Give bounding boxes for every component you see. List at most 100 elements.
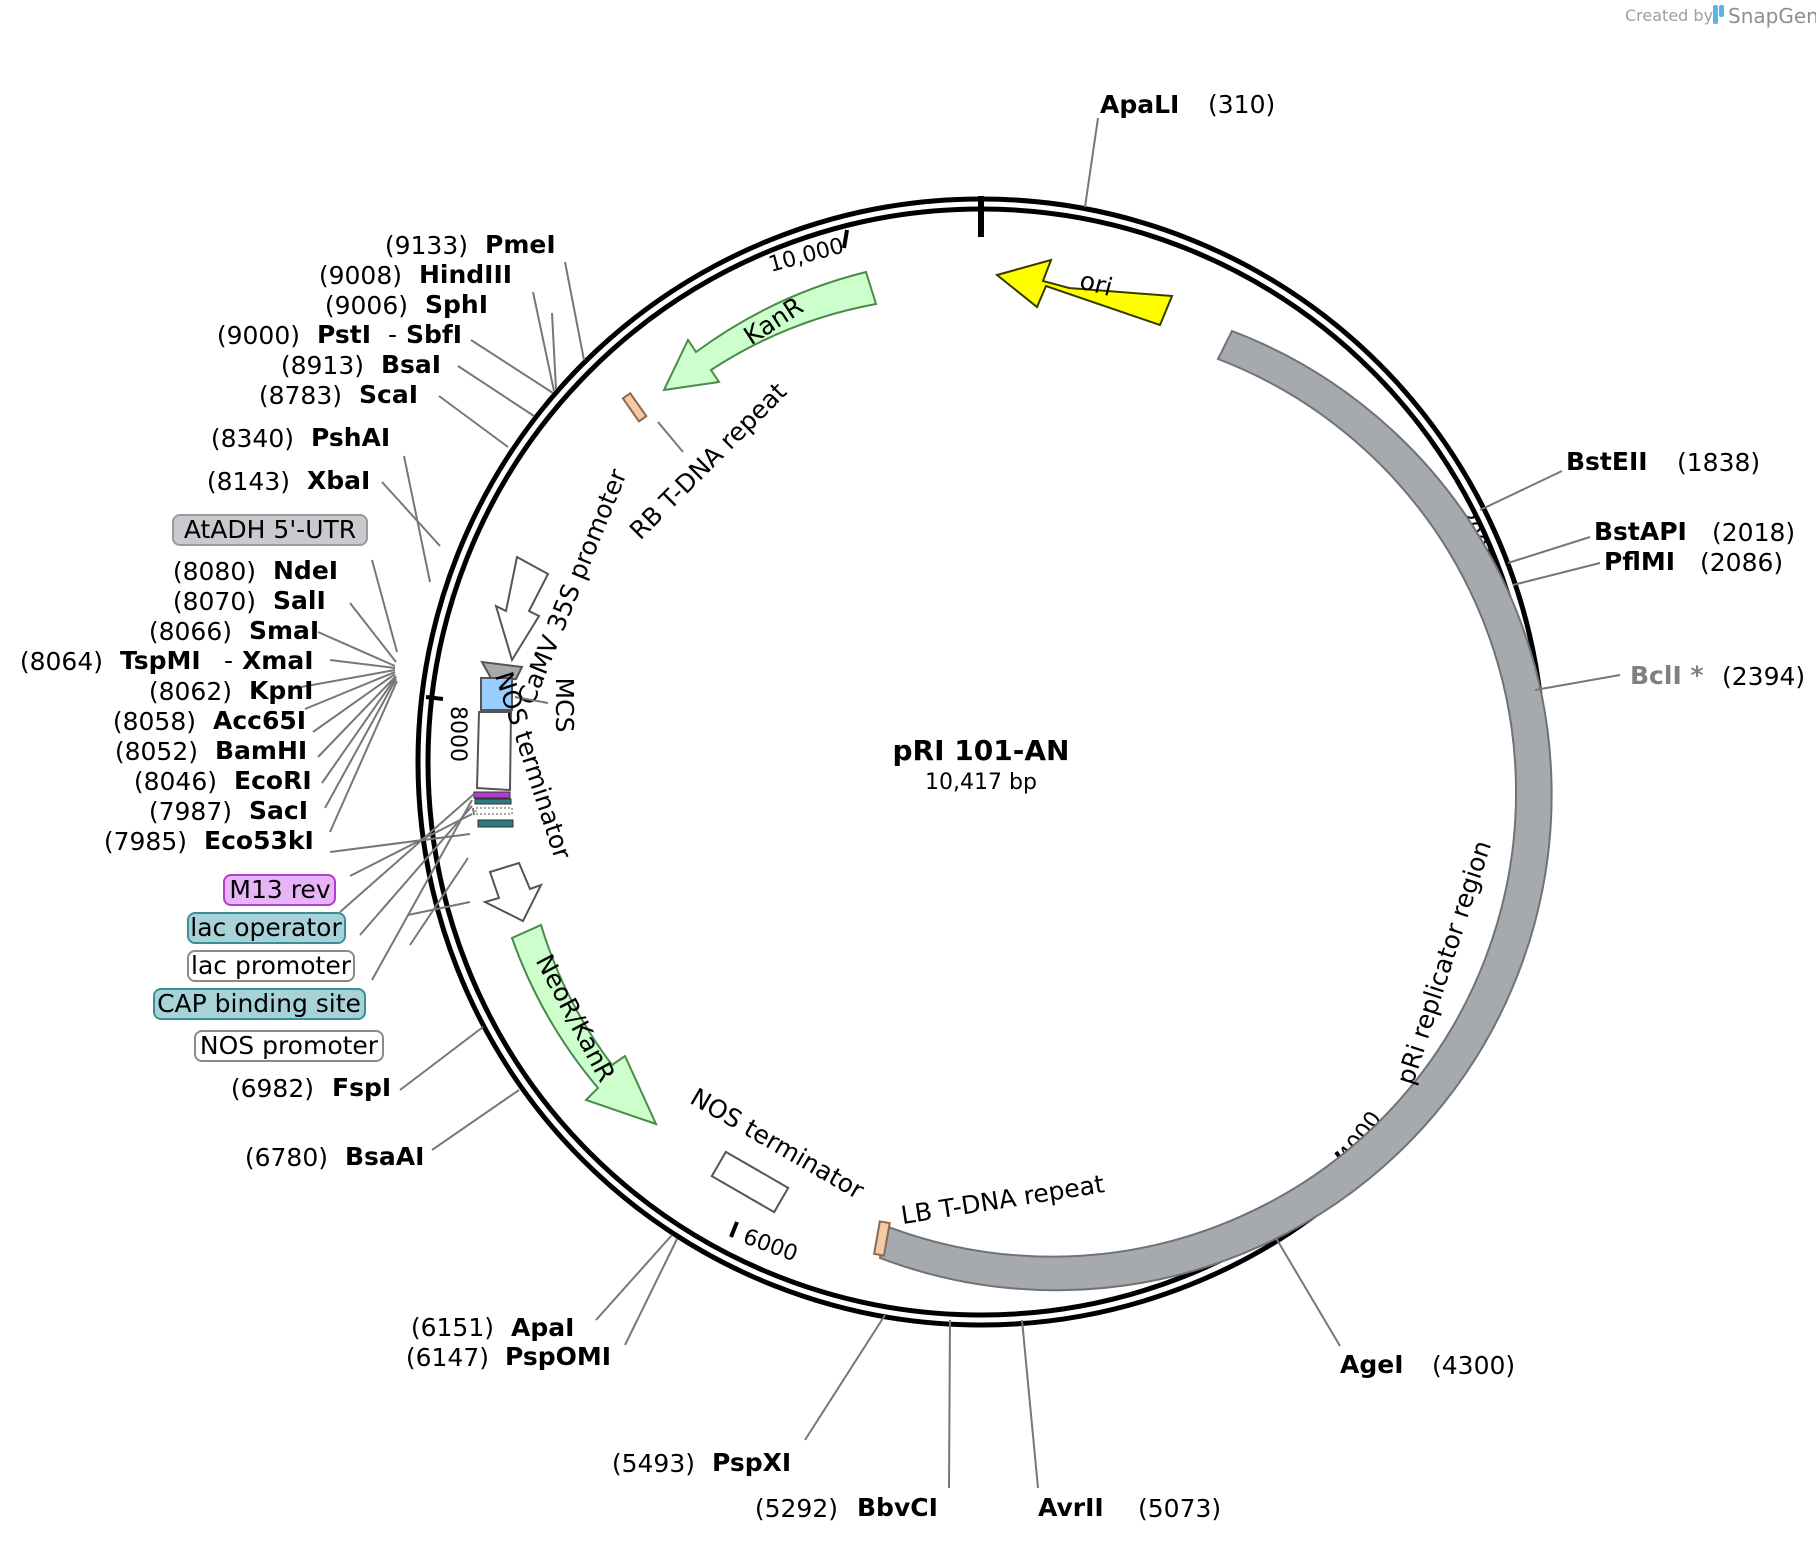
svg-text:lac operator: lac operator	[190, 913, 342, 942]
site-pmei[interactable]: (9133) PmeI	[385, 230, 556, 260]
site-apai[interactable]: (6151) ApaI	[411, 1313, 575, 1342]
svg-text:(8062): (8062)	[149, 677, 232, 706]
feature-atadh-utr[interactable]	[480, 660, 524, 682]
boxed-label-lac-promoter[interactable]: lac promoter	[187, 950, 355, 982]
boxed-label-nos-promoter[interactable]: NOS promoter	[194, 1030, 384, 1062]
plasmid-length: 10,417 bp	[925, 770, 1037, 795]
svg-text:(5292): (5292)	[755, 1494, 838, 1523]
site-xbai[interactable]: (8143) XbaI	[207, 466, 370, 496]
tick-label-6000: 6000	[740, 1225, 801, 1268]
svg-text:(8783): (8783)	[259, 381, 342, 410]
svg-text:KpnI: KpnI	[249, 676, 313, 705]
site-bsai[interactable]: (8913) BsaI	[281, 350, 441, 380]
feature-m13-rev[interactable]	[473, 791, 511, 799]
feature-label-mcs: MCS	[550, 678, 579, 733]
feature-rb-repeat-box[interactable]	[621, 391, 648, 423]
svg-text:(2086): (2086)	[1700, 548, 1783, 577]
feature-nos-terminator-inner[interactable]	[475, 711, 513, 792]
svg-text:(8143): (8143)	[207, 467, 290, 496]
svg-text:PmeI: PmeI	[485, 230, 556, 259]
site-bbvci[interactable]: (5292) BbvCI	[755, 1493, 938, 1523]
tick-label-8000: 8000	[445, 706, 470, 762]
site-bsteii[interactable]: BstEII (1838)	[1566, 447, 1760, 477]
feature-kanr[interactable]	[662, 270, 878, 392]
feature-camv-35s-promoter[interactable]	[494, 555, 550, 663]
svg-text:BsaAI: BsaAI	[345, 1142, 424, 1171]
feature-small-stack	[473, 791, 514, 828]
svg-text:NdeI: NdeI	[273, 556, 338, 585]
site-apali[interactable]: ApaLI (310)	[1100, 90, 1275, 119]
svg-text:-: -	[388, 320, 397, 349]
svg-text:(8052): (8052)	[115, 737, 198, 766]
site-bcli[interactable]: BclI * (2394)	[1630, 661, 1805, 691]
site-bsaai[interactable]: (6780) BsaAI	[245, 1142, 425, 1172]
feature-ori[interactable]	[994, 258, 1174, 327]
svg-text:(2018): (2018)	[1712, 518, 1795, 547]
svg-text:SacI: SacI	[249, 796, 308, 825]
site-saci[interactable]: (7987) SacI	[149, 796, 308, 826]
site-bstapi[interactable]: BstAPI (2018)	[1594, 517, 1795, 547]
site-agei[interactable]: AgeI (4300)	[1340, 1350, 1515, 1380]
boxed-label-m13-rev[interactable]: M13 rev	[223, 874, 336, 906]
svg-text:-: -	[224, 646, 233, 675]
svg-text:(2394): (2394)	[1722, 662, 1805, 691]
svg-text:AvrII: AvrII	[1038, 1493, 1104, 1522]
feature-label-neor: NeoR/KanR	[530, 950, 621, 1087]
feature-label-kanr: KanR	[738, 291, 808, 350]
site-scai[interactable]: (8783) ScaI	[259, 380, 418, 410]
site-acc65i[interactable]: (8058) Acc65I	[113, 706, 306, 736]
svg-text:AtADH 5'-UTR: AtADH 5'-UTR	[184, 515, 356, 544]
boxed-label-atadh-utr[interactable]: AtADH 5'-UTR	[172, 514, 368, 546]
boxed-label-lac-operator[interactable]: lac operator	[187, 912, 346, 944]
site-smai[interactable]: (8066) SmaI	[149, 616, 319, 646]
svg-text:(9000): (9000)	[217, 321, 300, 350]
svg-text:(8058): (8058)	[113, 707, 196, 736]
site-eco53ki[interactable]: (7985) Eco53kI	[104, 826, 314, 856]
site-pspxi[interactable]: (5493) PspXI	[612, 1448, 791, 1478]
svg-text:(8340): (8340)	[211, 424, 294, 453]
svg-text:(310): (310)	[1208, 90, 1275, 119]
site-avrii[interactable]: AvrII (5073)	[1038, 1493, 1221, 1523]
feature-cap-binding-site[interactable]	[477, 819, 514, 828]
site-bamhi[interactable]: (8052) BamHI	[115, 736, 307, 766]
plasmid-name: pRI 101-AN	[893, 734, 1070, 767]
svg-text:ApaLI: ApaLI	[1100, 90, 1179, 119]
feature-lb-repeat-box[interactable]	[872, 1220, 891, 1257]
site-fspi[interactable]: (6982) FspI	[231, 1073, 391, 1103]
boxed-label-cap-binding-site[interactable]: CAP binding site	[153, 988, 366, 1020]
svg-text:AgeI: AgeI	[1340, 1350, 1404, 1379]
watermark-prefix: Created by	[1625, 6, 1713, 25]
svg-text:PflMI: PflMI	[1604, 547, 1675, 576]
feature-nos-promoter[interactable]	[482, 861, 544, 923]
site-pspomi[interactable]: (6147) PspOMI	[406, 1342, 611, 1372]
site-hindiii[interactable]: (9008) HindIII	[319, 260, 512, 290]
site-ecori[interactable]: (8046) EcoRI	[134, 766, 312, 796]
svg-text:SalI: SalI	[273, 586, 326, 615]
svg-text:PspXI: PspXI	[712, 1448, 791, 1477]
site-ndei[interactable]: (8080) NdeI	[173, 556, 338, 586]
svg-text:(8913): (8913)	[281, 351, 364, 380]
site-sali[interactable]: (8070) SalI	[173, 586, 326, 616]
svg-text:(5493): (5493)	[612, 1449, 695, 1478]
feature-pri-replicator-region[interactable]	[878, 329, 1553, 1292]
svg-text:PspOMI: PspOMI	[505, 1342, 611, 1371]
feature-label-rb: RB T-DNA repeat	[624, 377, 792, 545]
site-pshai[interactable]: (8340) PshAI	[211, 423, 390, 453]
svg-text:BstEII: BstEII	[1566, 447, 1648, 476]
feature-lac-promoter[interactable]	[475, 807, 513, 815]
svg-text:BamHI: BamHI	[215, 736, 307, 765]
svg-text:(9006): (9006)	[325, 291, 408, 320]
site-sphi[interactable]: (9006) SphI	[325, 290, 488, 320]
feature-lac-operator[interactable]	[474, 798, 512, 805]
site-tspmi-xmai[interactable]: (8064) TspMI - XmaI	[20, 646, 314, 676]
svg-text:SbfI: SbfI	[406, 320, 462, 349]
feature-nos-terminator-outer[interactable]	[710, 1150, 790, 1214]
svg-text:(9008): (9008)	[319, 261, 402, 290]
svg-text:M13 rev: M13 rev	[229, 875, 330, 904]
site-pflmi[interactable]: PflMI (2086)	[1604, 547, 1783, 577]
feature-neor-kanr[interactable]	[510, 923, 658, 1126]
svg-text:(1838): (1838)	[1677, 448, 1760, 477]
site-kpni[interactable]: (8062) KpnI	[149, 676, 314, 706]
site-psti-sbfi[interactable]: (9000) PstI - SbfI	[217, 320, 462, 350]
feature-mcs[interactable]	[480, 677, 513, 711]
